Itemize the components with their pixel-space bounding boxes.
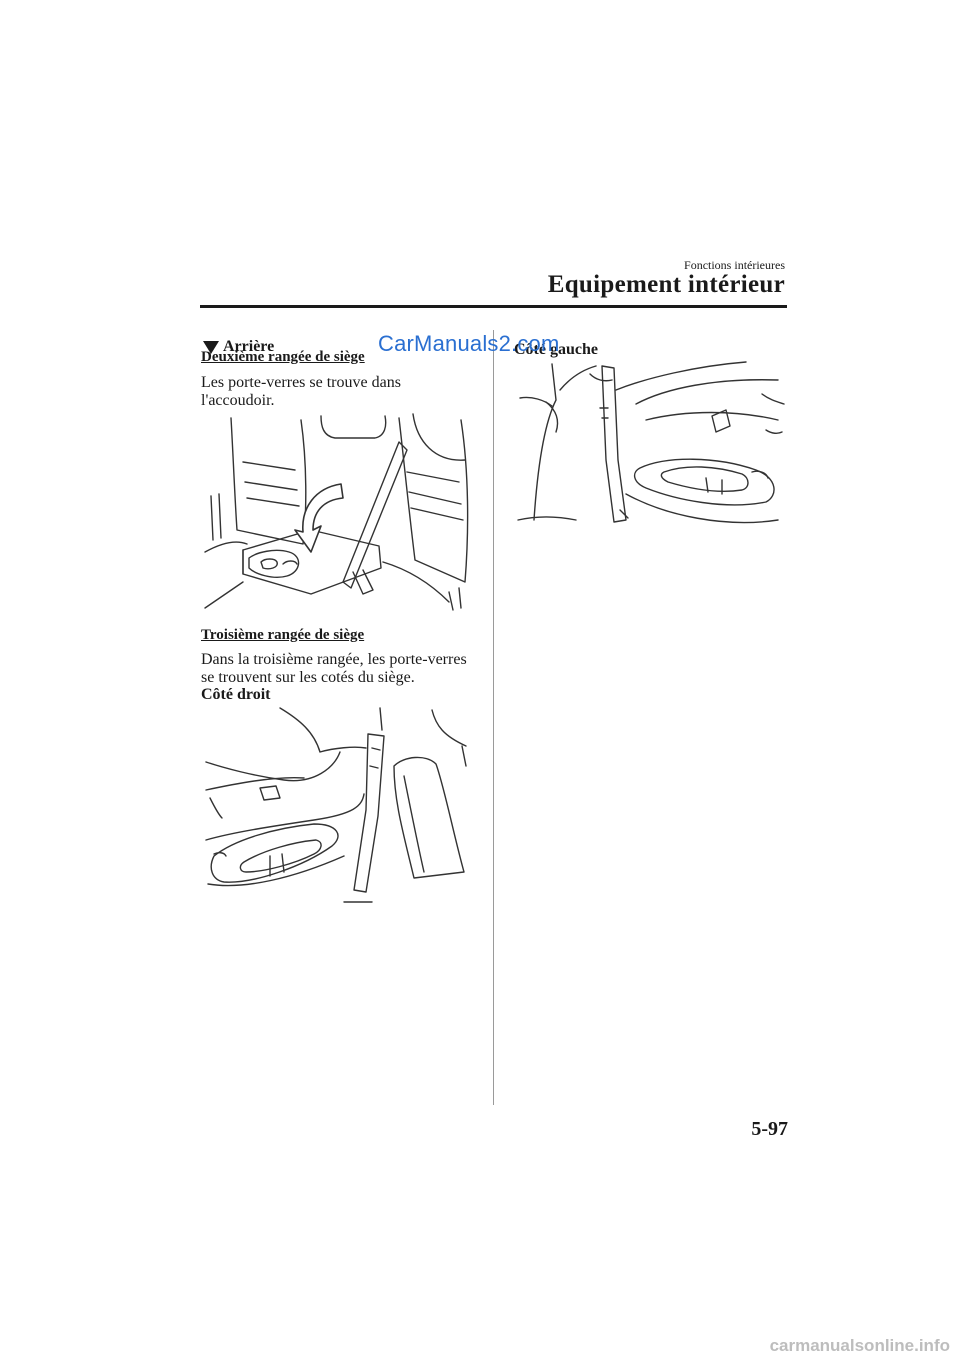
page-title: Equipement intérieur <box>547 271 785 298</box>
third-row-subheading: Troisième rangée de siège <box>201 627 365 643</box>
third-row-right-cupholder-illustration <box>204 706 472 908</box>
section-heading-text: Arrière <box>223 338 275 355</box>
third-row-text-line1: Dans la troisième rangée, les porte-verr… <box>201 651 467 668</box>
left-side-label: Côté gauche <box>514 341 598 358</box>
footer-watermark: carmanualsonline.info <box>769 1336 950 1355</box>
third-row-left-cupholder-illustration <box>516 360 786 532</box>
header-rule <box>200 305 787 308</box>
armrest-cupholder-illustration <box>203 412 473 614</box>
second-row-text-line1: Les porte-verres se trouve dans <box>201 374 401 391</box>
column-divider <box>493 330 494 1105</box>
right-side-label: Côté droit <box>201 686 271 703</box>
second-row-subheading: Deuxième rangée de siège <box>201 349 365 365</box>
second-row-text-line2: l'accoudoir. <box>201 392 275 409</box>
third-row-text-line2: se trouvent sur les cotés du siège. <box>201 669 415 686</box>
watermark: CarManuals2.com <box>378 331 560 356</box>
triangle-down-icon <box>203 340 219 354</box>
section-heading: Arrière <box>203 338 274 356</box>
page-number: 5-97 <box>751 1118 788 1140</box>
header-section-label: Fonctions intérieures <box>684 258 785 272</box>
